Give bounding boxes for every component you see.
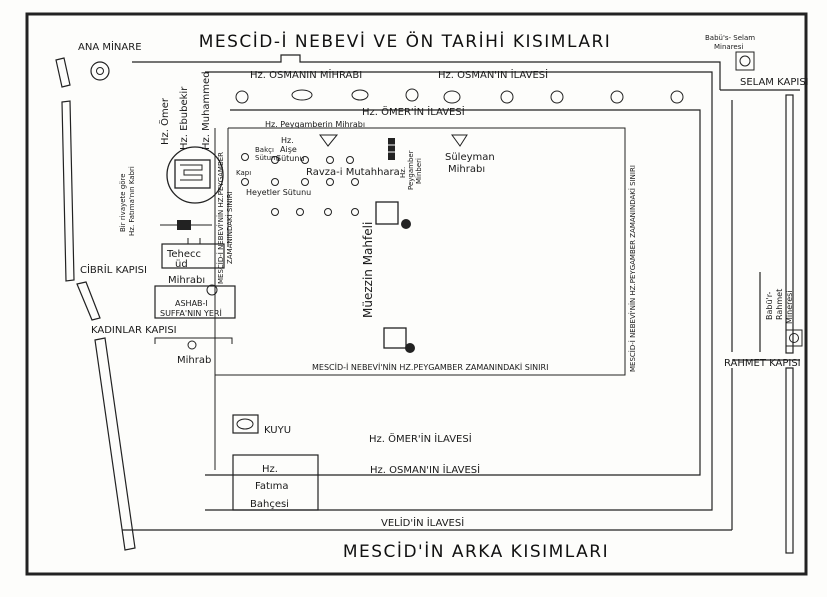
muezzin-mahfeli-box	[375, 201, 399, 225]
fatima-kabri-label-1: Bir rivayete göre	[119, 173, 127, 232]
hz-ebubekir-label: Hz. Ebubekir	[179, 86, 190, 150]
ravza-label: Ravza-i Mutahhara	[306, 167, 400, 178]
kapi-label: Kapı	[236, 169, 251, 177]
muezzin-lower-box	[383, 327, 407, 349]
cibril-kapisi-label: CİBRİL KAPISI	[80, 263, 147, 276]
suleyman-mihrab-label: Süleyman	[445, 152, 495, 163]
babus-selam-minare-box	[735, 51, 755, 71]
fatima-bahce-label-3: Bahçesi	[250, 499, 289, 510]
babur-rahmet-minare-box	[785, 329, 803, 347]
kadinlar-mihrab-frame	[154, 337, 233, 344]
ashab-label-1: ASHAB-I	[175, 299, 208, 308]
hujra-circle	[166, 146, 224, 204]
aise-label-2: Aişe	[280, 145, 297, 154]
osman-ilavesi-bottom-label: Hz. OSMAN'IN İLAVESİ	[370, 463, 480, 476]
diagram-title: MESCİD-İ NEBEVİ VE ÖN TARİHİ KISIMLARI	[199, 30, 612, 52]
hz-muhammed-label: Hz. Muhammed	[201, 71, 212, 150]
babur-label-2: Rahmet	[775, 289, 784, 320]
minber-label-2: Peygamber	[407, 150, 415, 190]
kuyu-label: KUYU	[264, 425, 291, 436]
ana-minare-inner	[96, 67, 104, 75]
minber-icon	[388, 138, 395, 160]
kadinlar-kapisi-label: KADINLAR KAPISI	[91, 325, 177, 336]
babus-selam-label-2: Minaresi	[714, 43, 743, 51]
suleyman-mihrab-icon	[451, 134, 468, 147]
right-wall-top	[785, 94, 794, 354]
hujra-chamber	[174, 159, 211, 189]
peygamber-sinir-vertical-1: MESCİD-İ NEBEVİ'NİN HZ.PEYGAMBER	[216, 152, 225, 284]
right-wall-bottom	[785, 367, 794, 554]
muezzin-lower-pillar	[405, 343, 415, 353]
osman-ilavesi-top-label: Hz. OSMAN'IN İLAVESİ	[438, 68, 548, 81]
omer-ilavesi-bottom-label: Hz. ÖMER'İN İLAVESİ	[369, 432, 472, 445]
bakci-label-2: Sütunu	[255, 154, 280, 162]
muezzin-label: Müezzin Mahfeli	[361, 222, 375, 318]
babus-selam-minare-icon	[739, 55, 751, 67]
selam-kapisi-label: SELAM KAPISI	[740, 77, 809, 88]
fatima-bahce-label-1: Hz.	[262, 464, 278, 475]
fatima-bahcesi-box	[232, 454, 319, 511]
aise-label-3: Sütunu	[276, 154, 305, 163]
fatima-bahce-label-2: Fatıma	[255, 481, 289, 492]
left-wall-top	[55, 57, 71, 88]
aise-label-1: Hz.	[281, 136, 294, 145]
heyetler-label: Heyetler Sütunu	[246, 188, 311, 197]
babur-label-1: Babü'r-	[765, 291, 774, 320]
hz-omer-label: Hz. Ömer	[158, 97, 171, 145]
hujra-graves-icon	[180, 164, 203, 181]
babus-selam-label: Babü's- Selam	[705, 34, 755, 42]
tehecc-label-2: üd	[175, 259, 188, 270]
osman-mihrab-label: Hz. OSMANIN MİHRABI	[250, 68, 362, 81]
tehecc-box	[161, 243, 225, 269]
prophet-boundary	[215, 127, 626, 376]
babur-rahmet-minare-icon	[789, 333, 799, 343]
tehecc-label-1: Tehecc	[166, 249, 201, 260]
left-wall-bottom	[94, 337, 136, 551]
osman-boundary	[205, 71, 713, 511]
velid-boundary-top	[132, 54, 721, 90]
fatima-kabri-label-2: Hz. Fatıma'nın Kabri	[128, 166, 136, 236]
bakci-label: Bakçı	[255, 146, 274, 154]
omer-ilavesi-top-label: Hz. ÖMER'İN İLAVESİ	[362, 105, 465, 118]
ashab-label-2: SUFFA'NIN YERİ	[160, 308, 222, 318]
left-wall-cibril	[76, 281, 101, 321]
kuyu-box	[232, 414, 259, 434]
outer-frame	[25, 12, 808, 576]
peygamber-sinir-vertical-2: ZAMANINDAKİ SINIRI	[225, 191, 234, 264]
left-wall-mid	[61, 100, 75, 282]
tehecc-label-3: Mihrabı	[168, 275, 205, 286]
mihrab-label: Mihrab	[177, 355, 211, 366]
rahmet-kapisi-label: RAHMET KAPISI	[724, 358, 801, 369]
babur-label-3: Mineresi	[785, 290, 794, 324]
tehecc-pillar	[206, 284, 218, 296]
kuyu-icon	[236, 418, 254, 430]
peygamber-mihrab-icon	[319, 134, 339, 147]
muezzin-pillar	[401, 219, 411, 229]
ashab-suffa-box	[154, 285, 236, 319]
minber-label-3: Minberi	[415, 158, 423, 184]
osman-ilavesi-columns	[235, 88, 684, 104]
inner-sinir-label: MESCİD-İ NEBEVİ'NİN HZ.PEYGAMBER ZAMANIN…	[312, 362, 548, 372]
right-sinir-label: MESCİD-İ NEBEVİ'NİN HZ.PEYGAMBER ZAMANIN…	[628, 165, 637, 372]
minber-label-1: Hz.	[399, 167, 407, 178]
velid-ilavesi-label: VELİD'İN İLAVESİ	[381, 516, 464, 529]
ravza-columns	[241, 153, 359, 216]
suleyman-mihrab-label-2: Mihrabı	[448, 164, 485, 175]
kadinlar-mihrab-icon	[187, 340, 197, 350]
omer-boundary	[205, 109, 701, 476]
ana-minare-icon	[90, 61, 110, 81]
bottom-title: MESCİD'İN ARKA KISIMLARI	[343, 541, 609, 562]
ana-minare-label: ANA MİNARE	[78, 40, 142, 53]
peygamber-mihrab-label: Hz. Peygamberin Mihrabı	[265, 120, 365, 129]
